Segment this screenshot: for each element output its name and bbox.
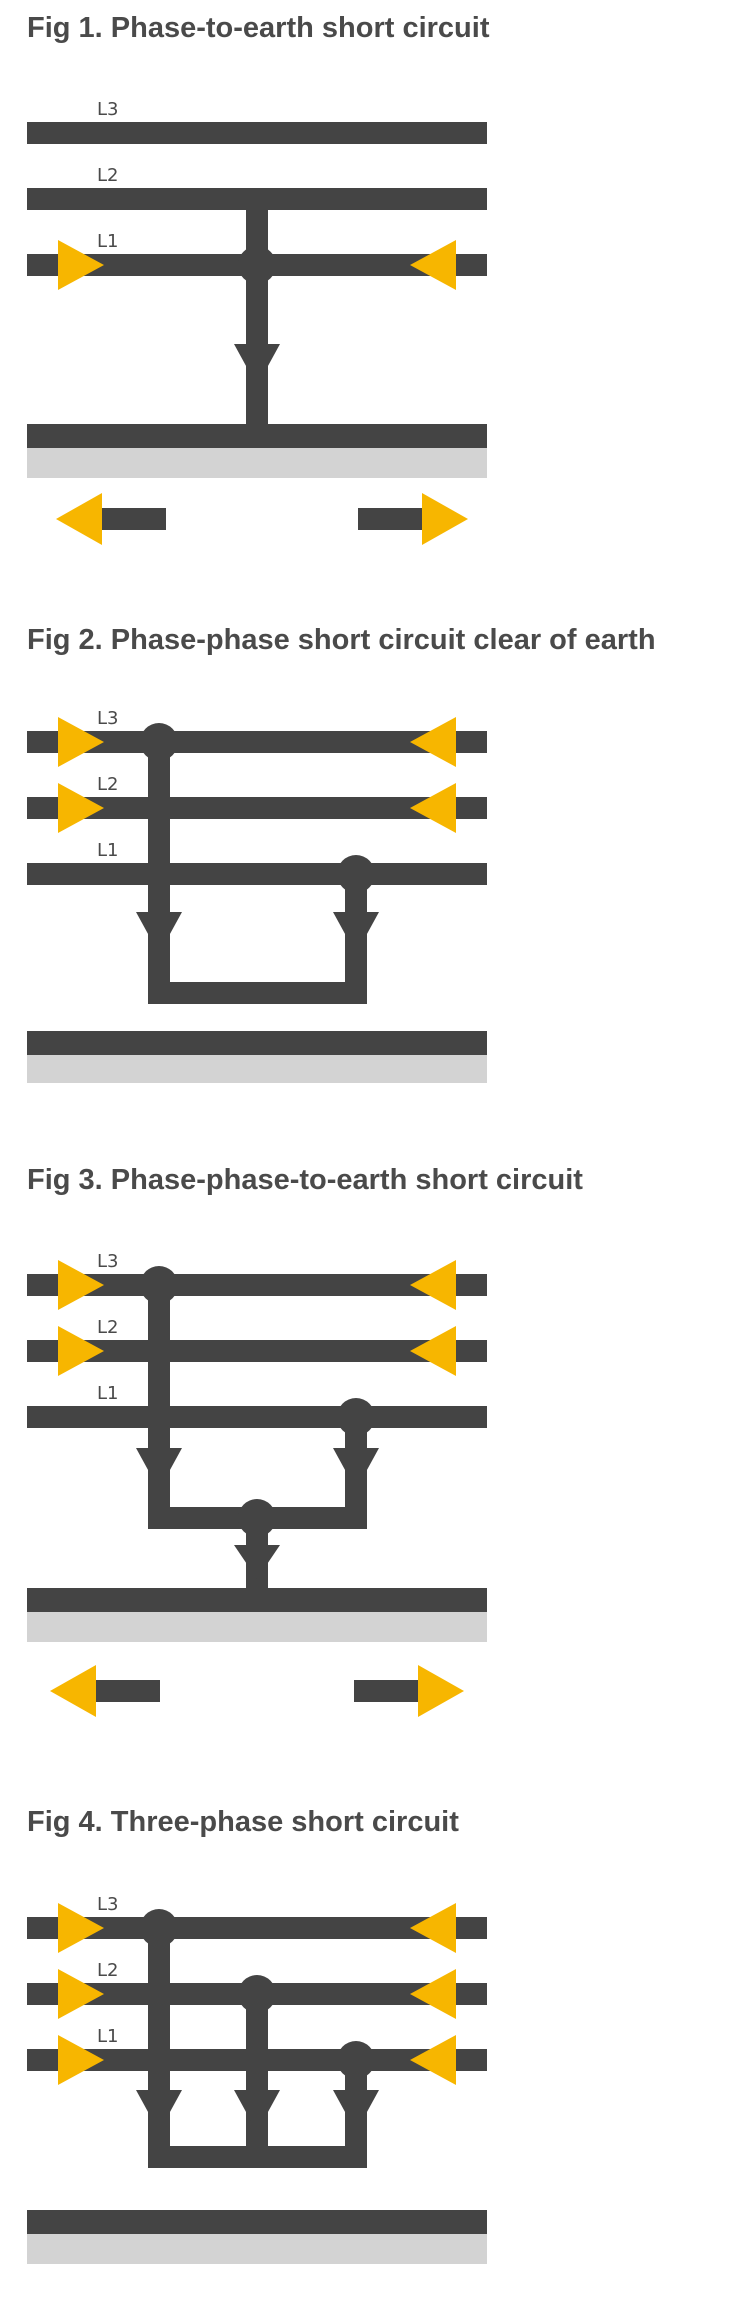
current-arrow-L3-right-icon <box>58 1260 104 1310</box>
fault-node-L3 <box>140 1909 178 1947</box>
fault-node-L1 <box>337 855 375 893</box>
conductor-L1 <box>27 863 487 885</box>
label-L2: L2 <box>97 774 118 795</box>
fault-current-arrow-L2 <box>234 2090 280 2132</box>
fault-current-arrow-L1 <box>333 912 379 954</box>
conductor-L3 <box>27 122 487 144</box>
label-L3: L3 <box>97 708 118 729</box>
label-L3: L3 <box>97 1251 118 1272</box>
earth-current-left-arrow-icon <box>56 493 102 545</box>
figure-3-diagram: L3 L2 L1 <box>27 1251 487 1642</box>
fault-path-L3 <box>148 742 170 1004</box>
label-L2: L2 <box>97 165 118 186</box>
earth-current-right-shaft <box>354 1680 422 1702</box>
label-L2: L2 <box>97 1317 118 1338</box>
fault-path-L3 <box>148 1285 170 1529</box>
current-arrow-L2-right-icon <box>58 783 104 833</box>
fault-node-L3 <box>140 1266 178 1304</box>
current-arrow-L2-left-icon <box>410 1969 456 2019</box>
current-arrow-left-icon <box>410 240 456 290</box>
fault-current-arrow-L1 <box>333 1448 379 1490</box>
fault-node <box>238 246 276 284</box>
current-arrow-L3-left-icon <box>410 1903 456 1953</box>
current-arrow-L3-right-icon <box>58 1903 104 1953</box>
fault-current-arrow-L3 <box>136 2090 182 2132</box>
current-arrow-L3-left-icon <box>410 717 456 767</box>
label-L1: L1 <box>97 840 118 861</box>
figure-2-title: Fig 2. Phase-phase short circuit clear o… <box>27 624 656 656</box>
current-arrow-L2-right-icon <box>58 1969 104 2019</box>
earth-conductor <box>27 1588 487 1612</box>
label-L3: L3 <box>97 99 118 120</box>
current-arrow-L1-right-icon <box>58 2035 104 2085</box>
label-L2: L2 <box>97 1960 118 1981</box>
figure-4: Fig 4. Three-phase short circuit L3 L2 L… <box>0 1806 747 2286</box>
conductor-L2 <box>27 188 487 210</box>
fault-node-L1 <box>337 1398 375 1436</box>
figure-1-title: Fig 1. Phase-to-earth short circuit <box>27 12 490 44</box>
earth-ground <box>27 1612 487 1642</box>
label-L1: L1 <box>97 2026 118 2047</box>
earth-ground <box>27 1055 487 1083</box>
earth-current-right-arrow-icon <box>422 493 468 545</box>
conductor-L2 <box>27 1340 487 1362</box>
earth-current-left-shaft <box>98 508 166 530</box>
figure-4-title: Fig 4. Three-phase short circuit <box>27 1806 459 1838</box>
figure-3-earth-current <box>50 1665 464 1717</box>
current-arrow-right-icon <box>58 240 104 290</box>
current-arrow-L2-left-icon <box>410 783 456 833</box>
current-arrow-L2-left-icon <box>410 1326 456 1376</box>
current-arrow-L3-left-icon <box>410 1260 456 1310</box>
earth-conductor <box>27 1031 487 1055</box>
conductor-L1 <box>27 1406 487 1428</box>
figure-3: Fig 3. Phase-phase-to-earth short circui… <box>0 1164 747 1744</box>
fault-current-arrow <box>234 344 280 386</box>
earth-ground <box>27 2234 487 2264</box>
current-arrow-L3-right-icon <box>58 717 104 767</box>
figure-4-diagram: L3 L2 L1 <box>27 1894 487 2264</box>
fault-node-L1 <box>337 2041 375 2079</box>
fault-path-bridge <box>148 2146 367 2168</box>
fault-node-L3 <box>140 723 178 761</box>
figure-3-title: Fig 3. Phase-phase-to-earth short circui… <box>27 1164 583 1196</box>
earth-conductor <box>27 424 487 448</box>
earth-current-right-shaft <box>358 508 426 530</box>
fault-node-junction <box>238 1499 276 1537</box>
earth-current-right-arrow-icon <box>418 1665 464 1717</box>
earth-ground <box>27 448 487 478</box>
figure-2: Fig 2. Phase-phase short circuit clear o… <box>0 624 747 1084</box>
fault-path-L2 <box>246 1994 268 2168</box>
current-arrow-L1-left-icon <box>410 2035 456 2085</box>
earth-current-left-arrow-icon <box>50 1665 96 1717</box>
figure-2-diagram: L3 L2 L1 <box>27 708 487 1083</box>
figure-1-diagram: L3 L2 L1 <box>27 99 487 478</box>
label-L1: L1 <box>97 1383 118 1404</box>
fault-path-bridge <box>148 982 367 1004</box>
figure-1: Fig 1. Phase-to-earth short circuit L3 L… <box>0 12 747 552</box>
earth-conductor <box>27 2210 487 2234</box>
fault-current-arrow-earth <box>234 1545 280 1579</box>
fault-node-L2 <box>238 1975 276 2013</box>
fault-path <box>246 210 268 430</box>
earth-current-left-shaft <box>92 1680 160 1702</box>
current-arrow-L2-right-icon <box>58 1326 104 1376</box>
fault-current-arrow-L1 <box>333 2090 379 2132</box>
conductor-L2 <box>27 797 487 819</box>
fault-current-arrow-L3 <box>136 912 182 954</box>
fault-current-arrow-L3 <box>136 1448 182 1490</box>
label-L1: L1 <box>97 231 118 252</box>
label-L3: L3 <box>97 1894 118 1915</box>
figure-1-earth-current <box>56 493 468 545</box>
